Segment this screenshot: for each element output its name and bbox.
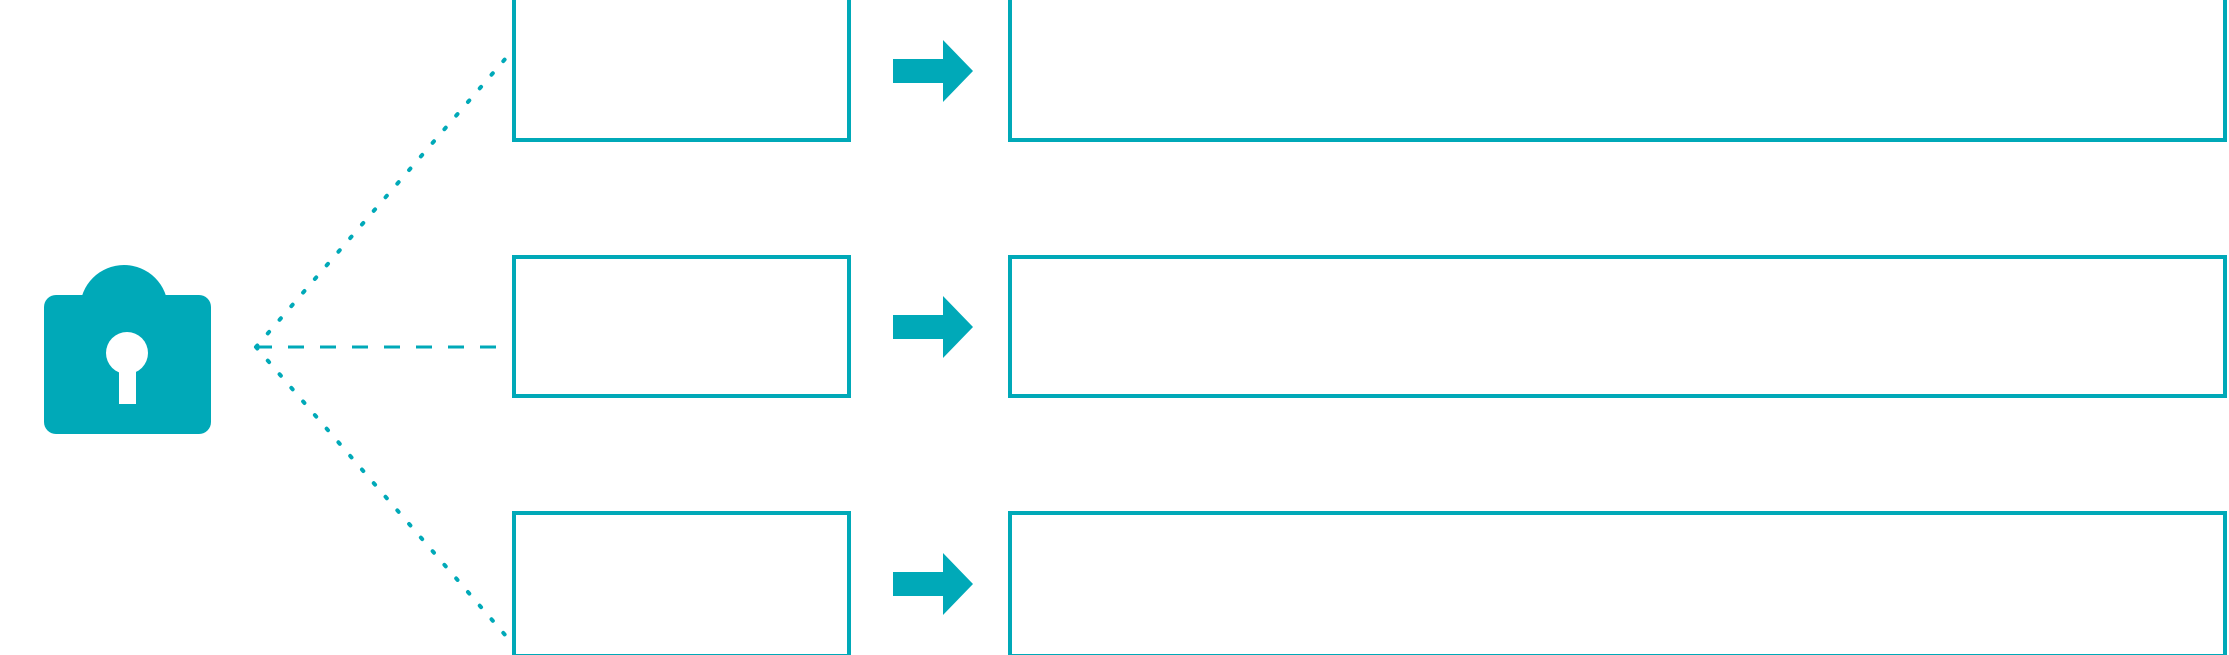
outcome-box-row-3[interactable] xyxy=(1008,511,2227,655)
outcome-box-row-1[interactable] xyxy=(1008,0,2227,142)
arrow-right-icon-row-2 xyxy=(893,296,973,358)
arrow-right-icon-row-1 xyxy=(893,40,973,102)
arrow-right-icon-row-3 xyxy=(893,553,973,615)
stage-box-row-2[interactable] xyxy=(512,255,851,398)
stage-box-row-3[interactable] xyxy=(512,511,851,655)
padlock-icon xyxy=(20,205,220,445)
connector-to-row-1 xyxy=(254,56,508,349)
connector-to-row-3 xyxy=(254,345,508,638)
stage-box-row-1[interactable] xyxy=(512,0,851,142)
outcome-box-row-2[interactable] xyxy=(1008,255,2227,398)
